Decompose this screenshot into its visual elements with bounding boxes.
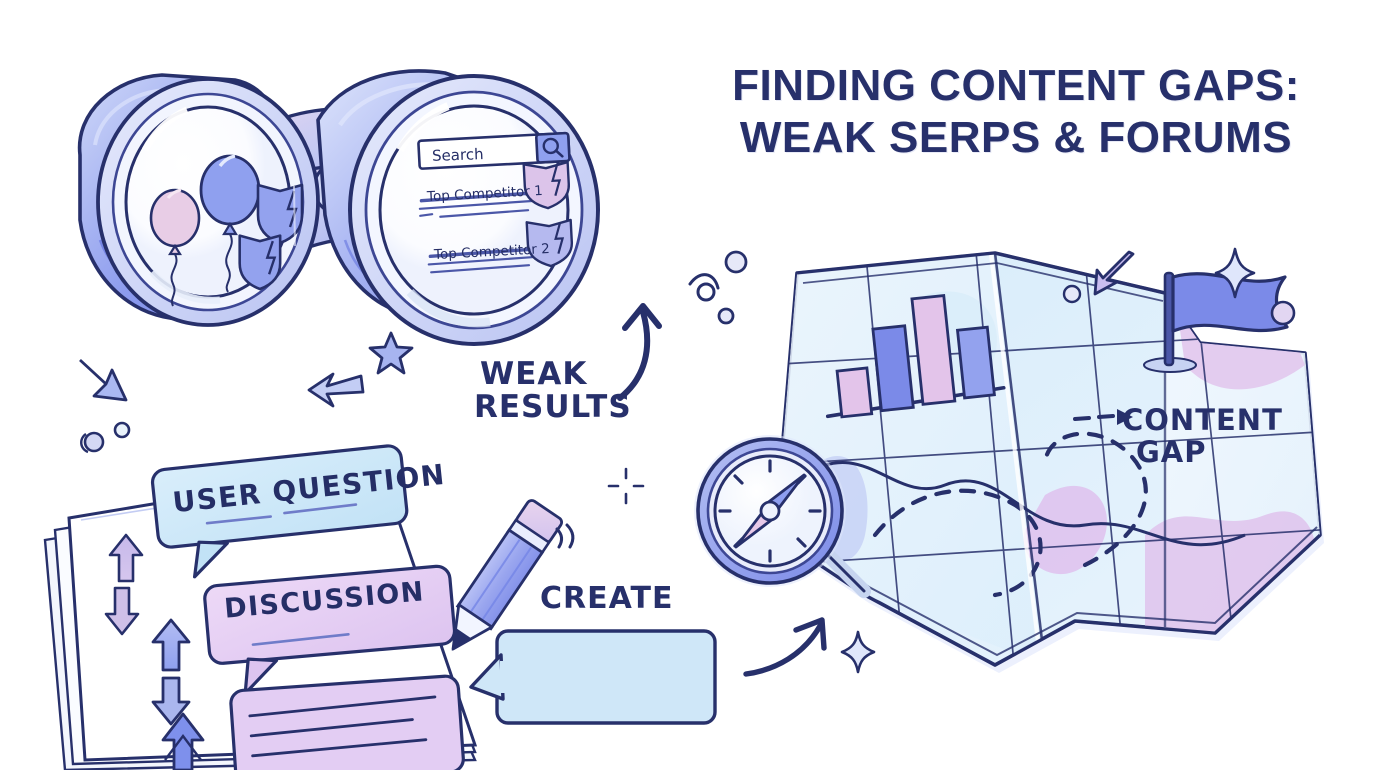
search-bar[interactable] [417, 131, 571, 170]
serp-mockup [417, 131, 574, 274]
balloon-pink-icon [149, 188, 201, 307]
curved-arrow-up-icon [617, 303, 662, 401]
dashed-arrow-pointer-icon [1073, 409, 1133, 425]
vote-arrow-down[interactable] [104, 586, 140, 636]
dot-icon [1270, 300, 1296, 326]
serp-result-1[interactable] [418, 160, 570, 218]
pencil-icon [451, 499, 564, 651]
weak-results-line-1: WEAK [480, 356, 588, 392]
doodle-dots-icon [688, 250, 748, 325]
bar [955, 325, 996, 400]
weak-results-annotation: WEAK RESULTS [474, 356, 660, 423]
map-bar-chart [825, 294, 1006, 419]
create-group [451, 499, 717, 725]
curved-arrow-up-right-icon [743, 617, 827, 677]
search-input-value[interactable]: Search [431, 145, 484, 165]
compass-icon [694, 435, 871, 598]
bar [871, 324, 915, 413]
cracked-shield-icon [238, 234, 282, 291]
discussion-bubble[interactable] [203, 564, 459, 696]
content-gap-annotation: CONTENT GAP [1122, 404, 1292, 469]
serp-result-2[interactable] [427, 218, 574, 274]
user-question-bubble[interactable] [150, 444, 411, 581]
dot-cluster-icon [80, 421, 131, 454]
cracked-shield-icon [256, 183, 304, 247]
arrow-left-icon [307, 372, 365, 408]
vote-arrow-down[interactable] [151, 676, 191, 726]
sparkle-4point-icon [840, 630, 876, 674]
binoculars [77, 69, 600, 346]
forum-thread-card [43, 444, 478, 770]
magnifier-icon [542, 137, 564, 158]
motion-lines [555, 523, 575, 549]
empty-create-bubble[interactable] [469, 629, 717, 725]
answer-card[interactable] [229, 674, 465, 770]
arrow-down-right-icon [79, 358, 128, 402]
arrow-down-left-icon [1093, 250, 1135, 296]
content-gap-line-1: CONTENT [1122, 403, 1283, 437]
content-gap-line-2: GAP [1136, 435, 1207, 470]
star-5point-icon [368, 331, 414, 375]
vote-arrow-up[interactable] [161, 712, 205, 770]
cracked-shield-icon [525, 218, 574, 268]
bar [835, 366, 874, 419]
left-lens-contents [149, 154, 304, 307]
vote-arrow-up[interactable] [108, 533, 144, 583]
bar [910, 294, 957, 406]
sparkle-burst-icon [607, 467, 645, 505]
create-annotation: CREATE [540, 581, 674, 616]
title-line-1: FINDING CONTENT GAPS: [732, 61, 1300, 110]
title-line-2: WEAK SERPS & FORUMS [739, 112, 1293, 162]
vote-arrow-up[interactable] [151, 618, 191, 672]
cracked-shield-icon [522, 160, 570, 210]
dot-icon [1062, 284, 1082, 304]
page-title: FINDING CONTENT GAPS: WEAK SERPS & FORUM… [686, 62, 1346, 161]
weak-results-line-2: RESULTS [474, 388, 632, 425]
binocular-right-barrel [316, 69, 600, 346]
sparkle-4point-icon [1214, 247, 1256, 299]
folded-map [773, 251, 1324, 673]
map-contents [775, 253, 1320, 665]
compass-needle [734, 473, 806, 549]
